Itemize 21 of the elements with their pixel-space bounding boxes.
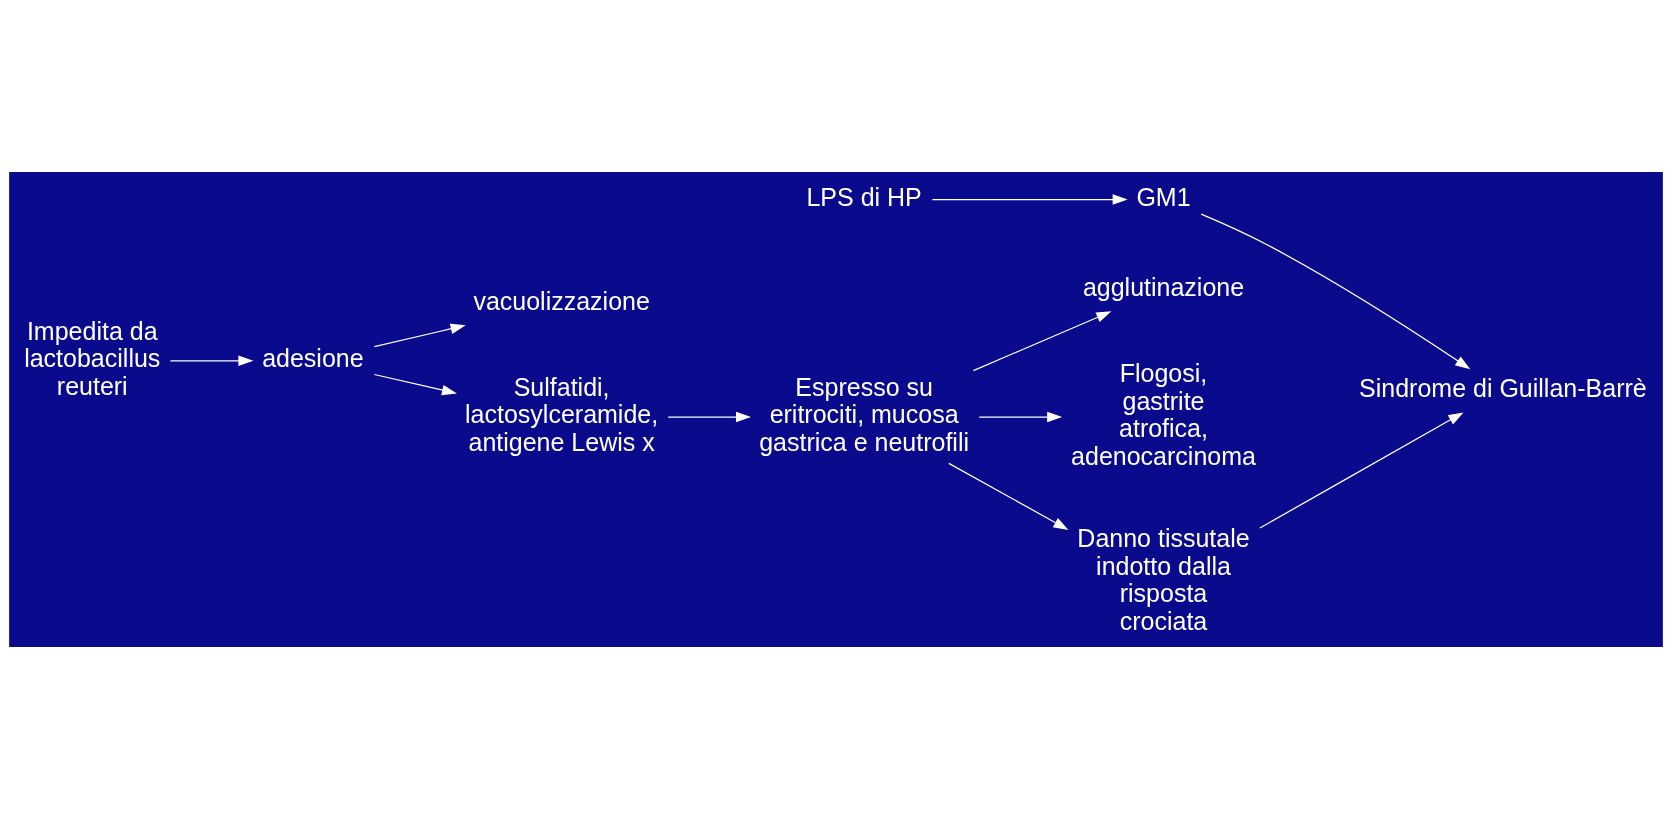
node-text: agglutinazione: [1082, 272, 1245, 301]
node-text: GM1: [1136, 182, 1191, 211]
node-text: Danno tissutale indotto dalla risposta crociata: [1077, 524, 1250, 635]
node-text: Sulfatidi, lactosylceramide, antigene Lewis x: [465, 372, 659, 456]
node-text: adesione: [262, 344, 364, 372]
arrow: [667, 411, 751, 423]
node-text: LPS di HP: [806, 182, 922, 211]
arrow: [169, 355, 254, 366]
arrow: [948, 462, 1069, 530]
node-text: vacuolizzazione: [473, 286, 650, 315]
arrow: [972, 311, 1112, 372]
arrow: [1200, 213, 1471, 370]
arrow: [1259, 412, 1464, 529]
arrow: [978, 411, 1063, 423]
node-text: Impedita da lactobacillus reuteri: [24, 316, 161, 400]
arrow: [373, 373, 457, 396]
node-text: Espresso su eritrociti, mucosa gastrica e neutrofili: [759, 372, 970, 456]
node-text: Flogosi, gastrite atrofica, adenocarcinoma: [1071, 359, 1256, 470]
arrow: [931, 194, 1128, 205]
node-text: Sindrome di Guillan-Barrè: [1359, 374, 1647, 402]
arrow: [373, 323, 466, 348]
